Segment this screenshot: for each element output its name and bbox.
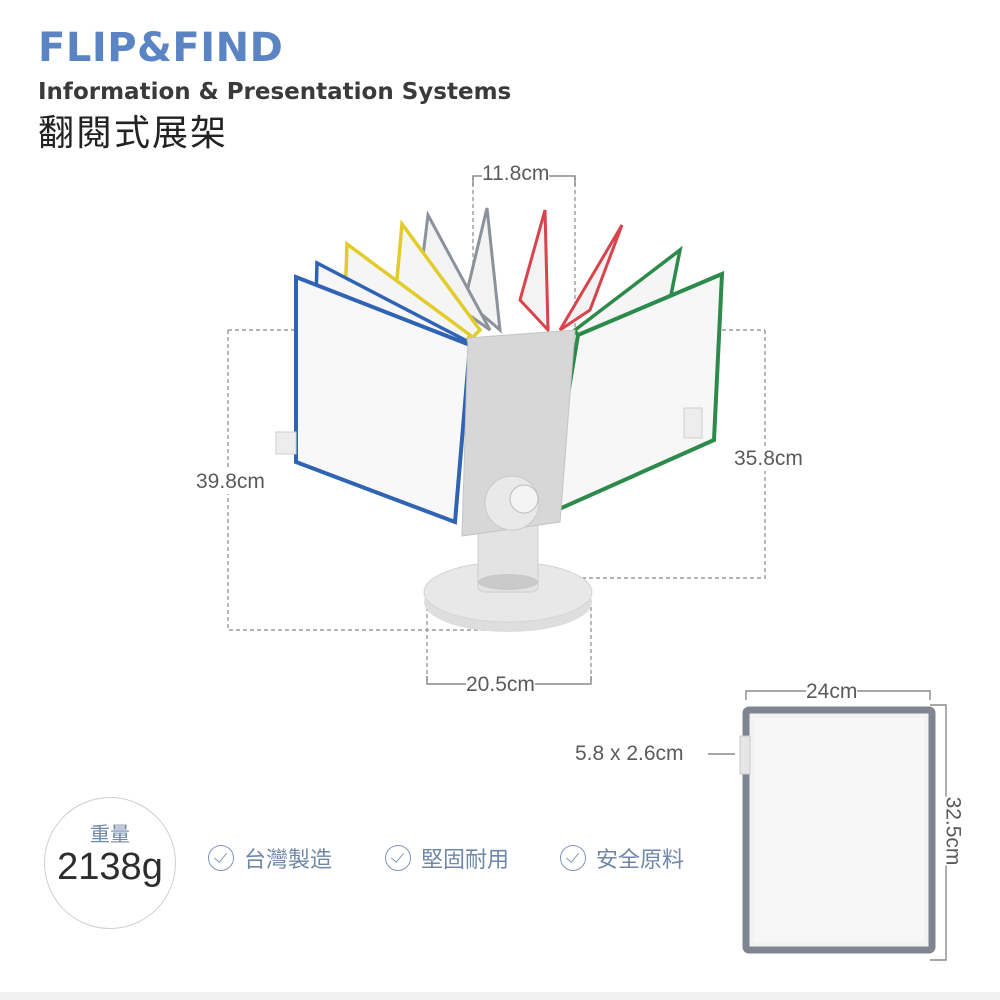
tagline: Information & Presentation Systems bbox=[38, 79, 512, 105]
feature-item: 台灣製造 bbox=[208, 843, 332, 873]
panel-red-1 bbox=[518, 209, 550, 334]
stand bbox=[423, 329, 593, 632]
feature-item: 堅固耐用 bbox=[385, 843, 509, 873]
bottom-strip bbox=[0, 992, 1000, 1000]
feature-label: 台灣製造 bbox=[244, 848, 333, 873]
brand-logo-text: FLIP&FIND bbox=[38, 25, 284, 71]
dimension-panel-width: 24cm bbox=[806, 680, 858, 704]
panel-detail-sheet bbox=[754, 718, 924, 942]
weight-badge: 重量 2138g bbox=[44, 797, 176, 929]
stand-joint bbox=[478, 574, 538, 590]
panel-detail bbox=[739, 706, 936, 954]
panel-detail-tab bbox=[739, 735, 751, 775]
feature-label: 安全原料 bbox=[596, 848, 685, 873]
panel-tab-right bbox=[683, 407, 703, 439]
product-title: 翻閱式展架 bbox=[38, 113, 229, 154]
feature-label: 堅固耐用 bbox=[421, 848, 510, 873]
feature-item: 安全原料 bbox=[560, 843, 684, 873]
stand-knob bbox=[509, 484, 539, 514]
dimension-left-height: 39.8cm bbox=[196, 470, 265, 494]
stand-spine bbox=[461, 329, 576, 537]
dimension-right-height: 35.8cm bbox=[734, 447, 803, 471]
panel-red-2 bbox=[558, 224, 624, 332]
dimension-panel-height: 32.5cm bbox=[940, 796, 965, 866]
weight-value: 2138g bbox=[57, 846, 163, 888]
dimension-tab-size: 5.8 x 2.6cm bbox=[575, 742, 684, 766]
weight-label: 重量 bbox=[90, 822, 130, 846]
dimension-base-width: 20.5cm bbox=[466, 673, 535, 697]
panel-tab-left bbox=[275, 431, 297, 455]
check-circle-icon bbox=[560, 845, 586, 871]
check-circle-icon bbox=[208, 845, 234, 871]
dimension-top-width: 11.8cm bbox=[482, 162, 550, 186]
panel-blue-front bbox=[294, 274, 473, 525]
check-circle-icon bbox=[385, 845, 411, 871]
